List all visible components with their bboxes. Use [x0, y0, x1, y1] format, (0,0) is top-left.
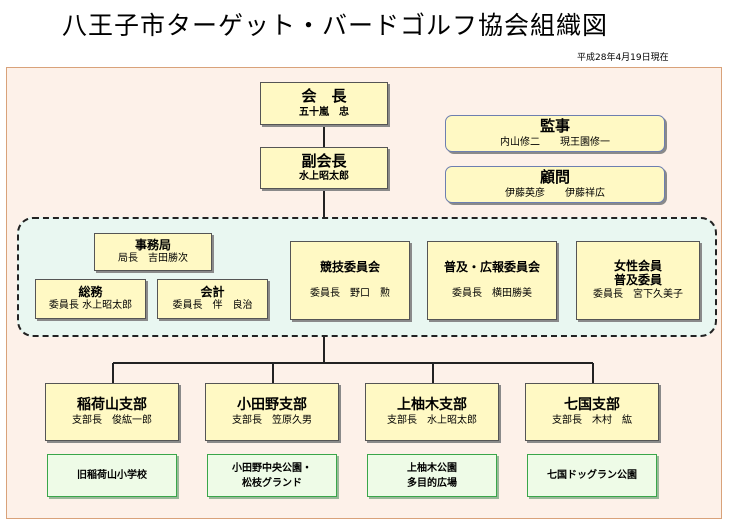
- venue-line: 上柚木公園: [407, 462, 457, 474]
- venue-line: 旧稲荷山小学校: [77, 470, 147, 481]
- venue-box-inariyama: 旧稲荷山小学校: [47, 454, 177, 497]
- venue-line: 多目的広場: [407, 477, 457, 489]
- page-title: 八王子市ターゲット・バードゴルフ協会組織図: [62, 11, 609, 40]
- advisor-role: 顧問: [539, 168, 570, 187]
- women-committee-role-line1: 女性会員: [613, 259, 662, 274]
- promotion-committee-box: 普及・広報委員会 委員長 横田勝美: [427, 241, 557, 320]
- secretariat-role: 事務局: [134, 237, 171, 252]
- vice-president-box: 副会長 水上昭太郎: [260, 147, 388, 189]
- branch-box-kamiyugi: 上柚木支部 支部長 水上昭太郎: [365, 383, 499, 441]
- branch-name: 上柚木支部: [397, 397, 467, 414]
- accounting-role: 会計: [200, 284, 225, 299]
- venue-line: 松枝グランド: [242, 477, 302, 489]
- competition-committee-box: 競技委員会 委員長 野口 勲: [290, 241, 410, 320]
- vice-president-name: 水上昭太郎: [299, 171, 349, 183]
- venue-box-nanakuni: 七国ドッグラン公園: [527, 454, 657, 497]
- president-box: 会 長 五十嵐 忠: [260, 82, 388, 125]
- venue-line: 小田野中央公園・: [232, 462, 312, 474]
- accounting-name: 委員長 伴 良治: [172, 300, 253, 312]
- branch-head: 支部長 笠原久男: [232, 414, 312, 426]
- branch-head: 支部長 木村 紘: [552, 414, 632, 426]
- branch-head: 支部長 水上昭太郎: [387, 414, 477, 426]
- competition-committee-role: 競技委員会: [319, 260, 380, 275]
- vice-president-role: 副会長: [301, 151, 347, 170]
- general-affairs-name: 委員長 水上昭太郎: [48, 300, 133, 312]
- branch-box-nanakuni: 七国支部 支部長 木村 紘: [525, 383, 659, 441]
- accounting-box: 会計 委員長 伴 良治: [157, 279, 268, 319]
- branch-box-inariyama: 稲荷山支部 支部長 俊紘一郎: [45, 383, 179, 441]
- auditor-box: 監事 内山修二 現王園修一: [445, 115, 665, 152]
- competition-committee-chair: 委員長 野口 勲: [310, 287, 390, 299]
- promotion-committee-chair: 委員長 横田勝美: [452, 287, 532, 299]
- secretariat-box: 事務局 局長 吉田勝次: [94, 233, 212, 271]
- president-role: 会 長: [301, 87, 347, 106]
- venue-box-odano: 小田野中央公園・ 松枝グランド: [207, 454, 337, 497]
- general-affairs-role: 総務: [78, 284, 103, 299]
- auditor-names: 内山修二 現王園修一: [500, 136, 610, 148]
- women-committee-chair: 委員長 宮下久美子: [593, 288, 683, 300]
- branch-name: 七国支部: [564, 397, 620, 414]
- advisor-names: 伊藤英彦 伊藤祥広: [505, 187, 605, 199]
- venue-box-kamiyugi: 上柚木公園 多目的広場: [367, 454, 497, 497]
- branch-name: 小田野支部: [237, 397, 307, 414]
- general-affairs-box: 総務 委員長 水上昭太郎: [35, 279, 146, 319]
- president-name: 五十嵐 忠: [299, 106, 349, 118]
- auditor-role: 監事: [539, 117, 570, 136]
- women-committee-role-line2: 普及委員: [613, 273, 662, 287]
- advisor-box: 顧問 伊藤英彦 伊藤祥広: [445, 166, 665, 203]
- branch-name: 稲荷山支部: [77, 397, 147, 414]
- venue-line: 七国ドッグラン公園: [547, 470, 637, 481]
- as-of-date: 平成28年4月19日現在: [577, 53, 669, 63]
- branch-head: 支部長 俊紘一郎: [72, 414, 152, 426]
- women-committee-box: 女性会員 普及委員 委員長 宮下久美子: [576, 241, 700, 320]
- promotion-committee-role: 普及・広報委員会: [443, 260, 540, 275]
- branch-box-odano: 小田野支部 支部長 笠原久男: [205, 383, 339, 441]
- secretariat-name: 局長 吉田勝次: [118, 253, 188, 265]
